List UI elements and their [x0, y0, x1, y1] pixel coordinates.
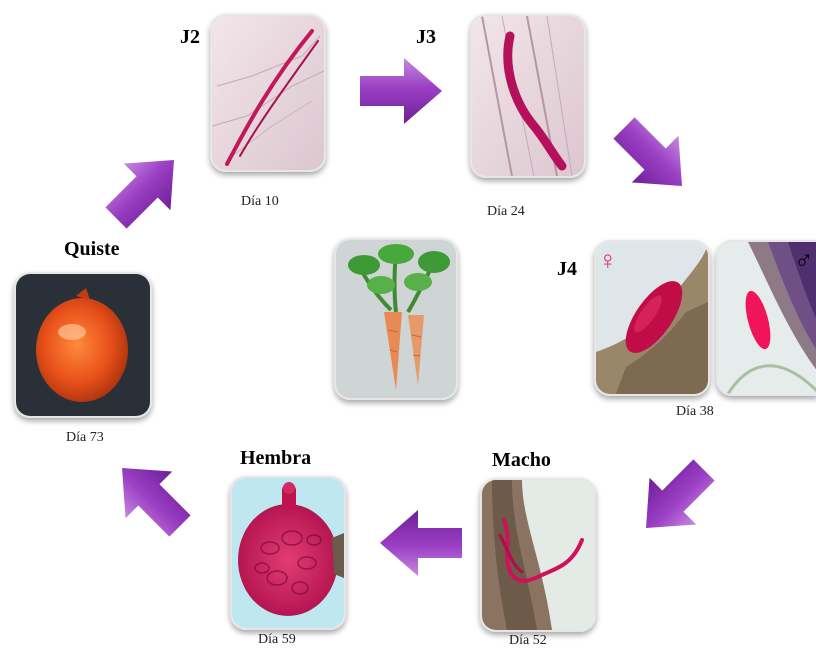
arrow-left-icon — [380, 510, 462, 576]
day-label-quiste: Día 73 — [66, 430, 104, 446]
carrot-photo — [334, 238, 458, 400]
arrow-down-left-icon — [634, 458, 716, 540]
day-label-j3: Día 24 — [487, 204, 525, 220]
male-symbol-icon: ♂ — [794, 248, 814, 274]
arrow-down-right-icon — [612, 116, 694, 198]
stage-label-j2: J2 — [180, 26, 200, 49]
day-label-j2: Día 10 — [241, 194, 279, 210]
female-symbol-icon: ♀ — [598, 248, 618, 274]
stage-label-j4: J4 — [557, 258, 577, 281]
stage-label-j3: J3 — [416, 26, 436, 49]
stage-label-hembra: Hembra — [240, 447, 311, 470]
day-label-hembra: Día 59 — [258, 632, 296, 648]
j3-photo — [470, 14, 586, 178]
macho-photo — [480, 478, 596, 632]
stage-label-quiste: Quiste — [64, 238, 120, 261]
stage-label-macho: Macho — [492, 449, 551, 472]
j2-photo — [210, 14, 326, 172]
day-label-macho: Día 52 — [509, 633, 547, 649]
hembra-photo — [230, 476, 346, 630]
day-label-j4: Día 38 — [676, 404, 714, 420]
arrow-right-icon — [360, 58, 442, 124]
quiste-photo — [14, 272, 152, 418]
arrow-up-left-icon — [110, 456, 192, 538]
arrow-up-right-icon — [104, 148, 186, 230]
